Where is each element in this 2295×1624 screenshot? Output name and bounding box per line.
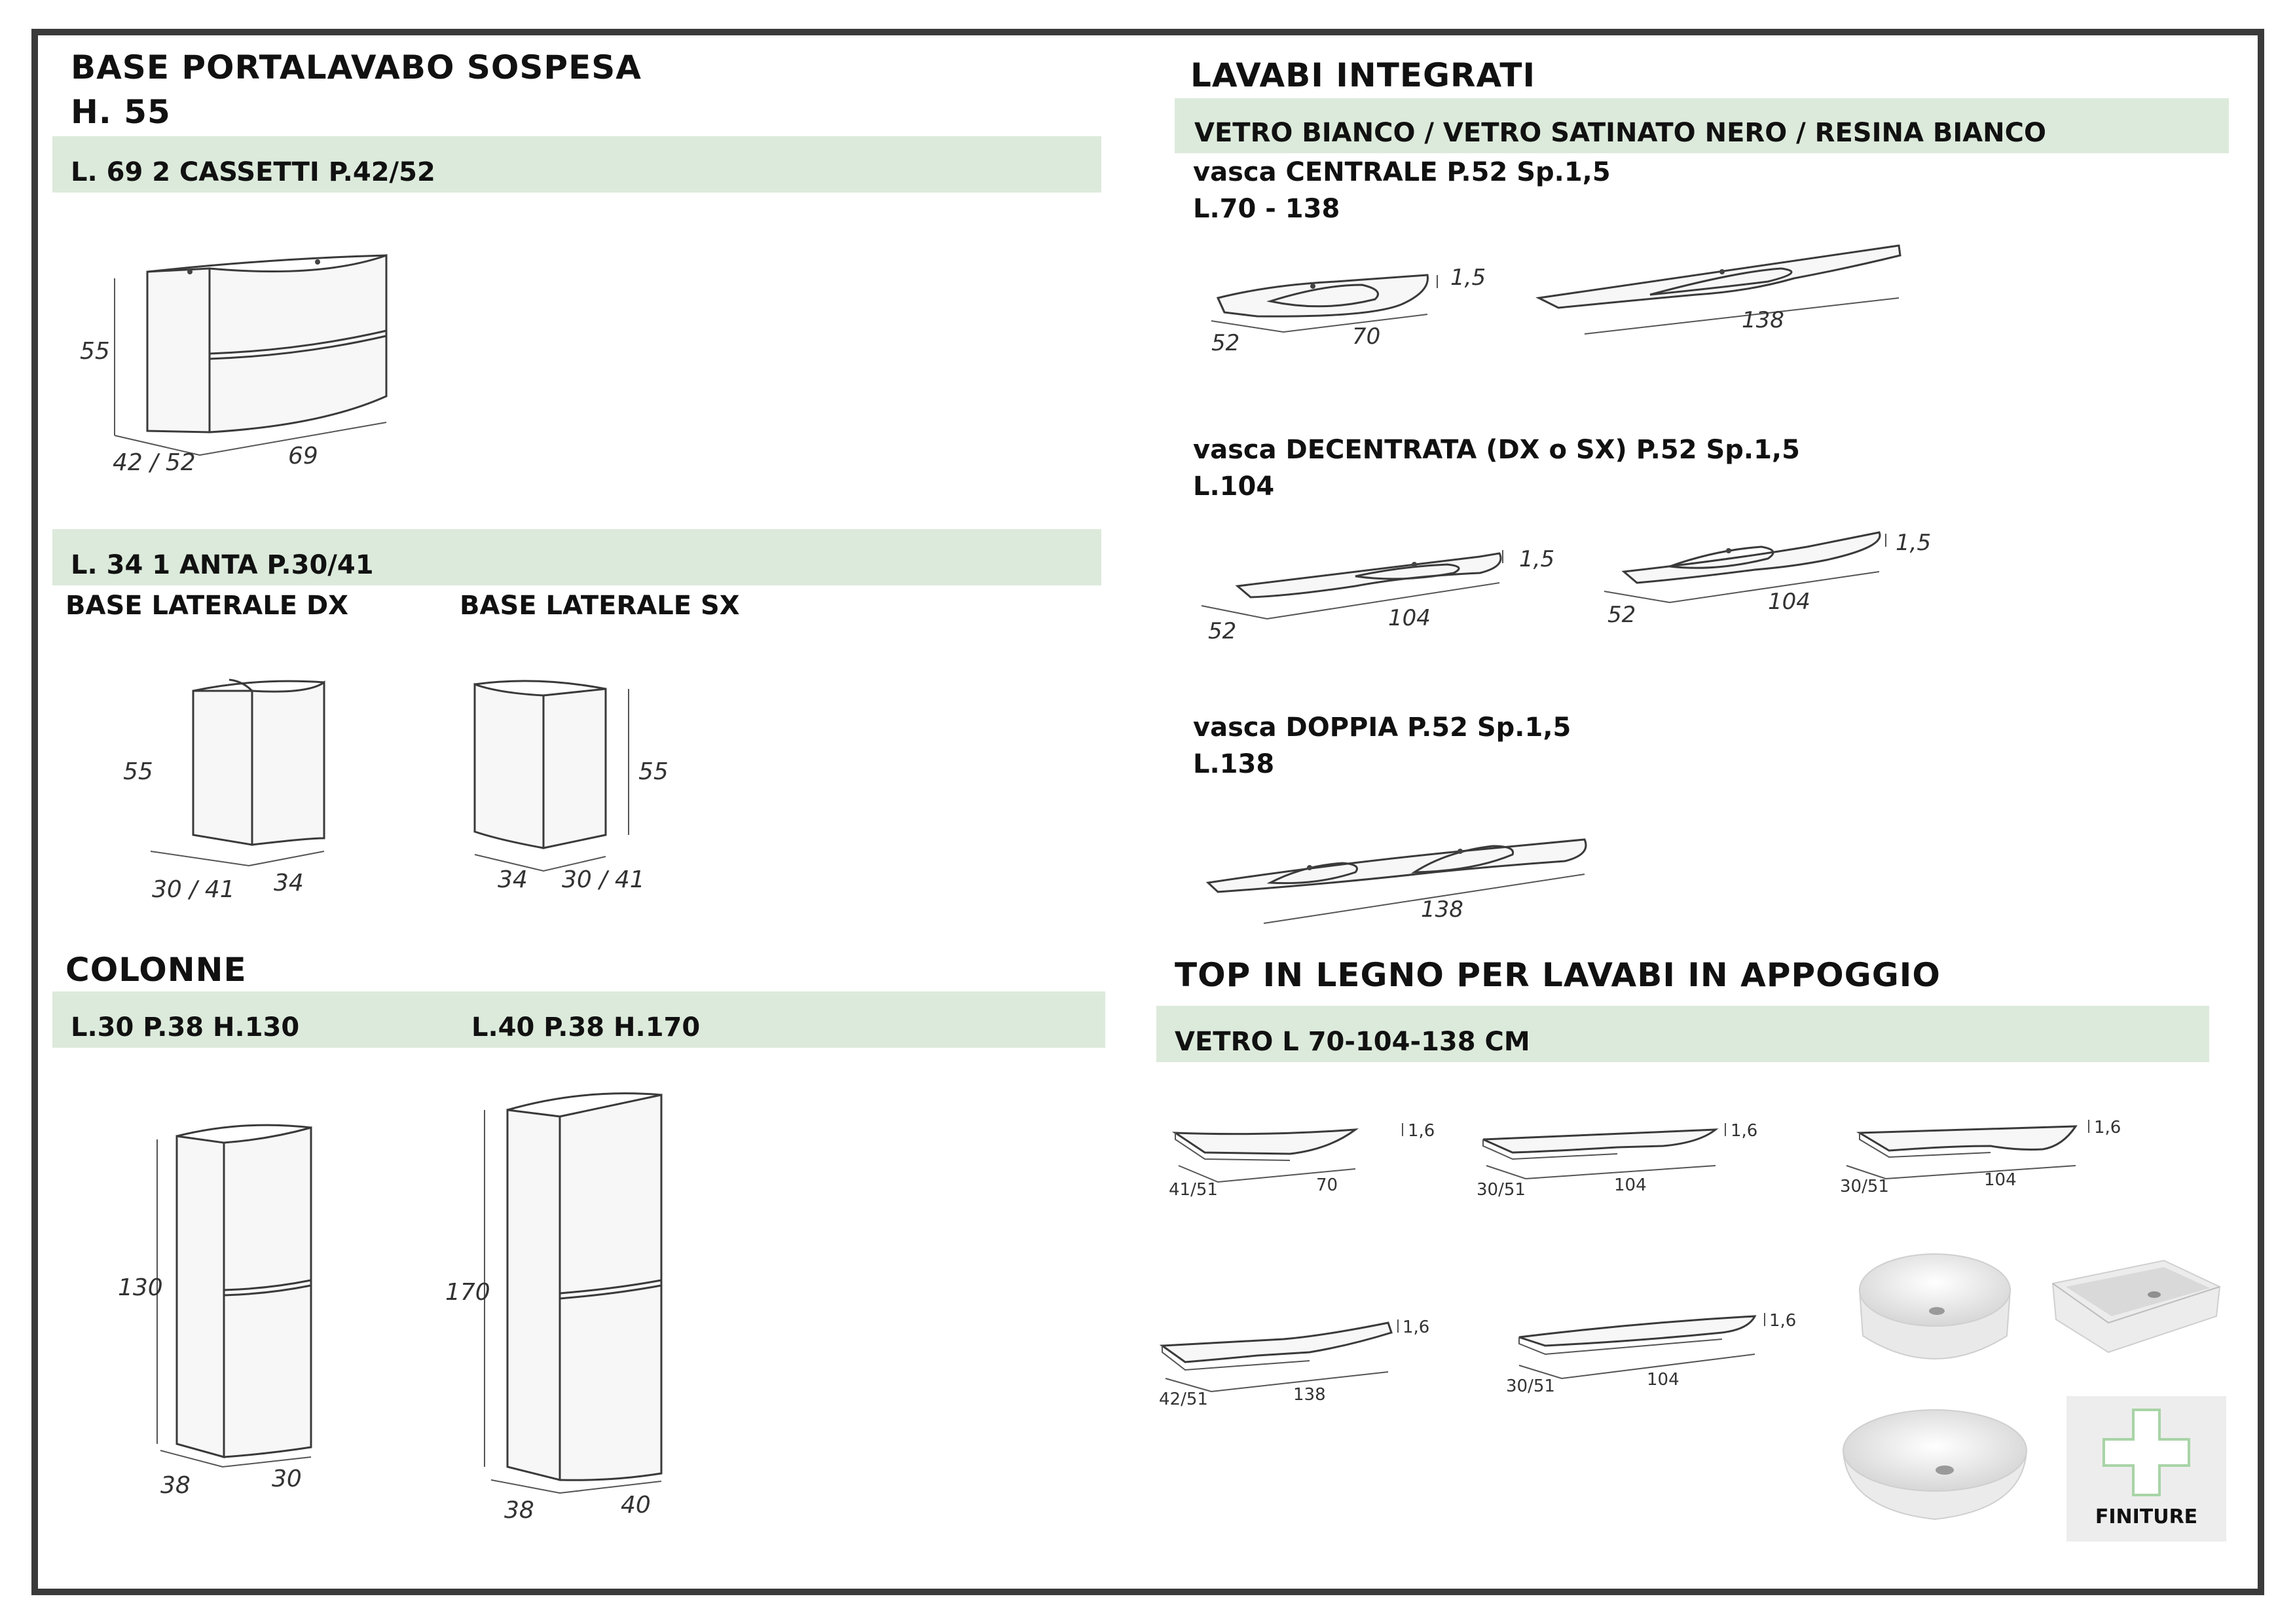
d2-depth-label: 52 xyxy=(1607,602,1636,628)
t3-depth-label: 30/51 xyxy=(1840,1177,1889,1196)
t4-width-label: 138 xyxy=(1293,1385,1326,1405)
cab1-width-label: 69 xyxy=(288,443,318,470)
col2-depth-label: 38 xyxy=(504,1497,534,1524)
d2-width-label: 104 xyxy=(1768,589,1810,615)
base-height-title: H. 55 xyxy=(71,93,171,131)
sink-decentrata-1-drawing: 1,5 52 104 xyxy=(1201,546,1554,644)
colonne-title: COLONNE xyxy=(65,951,247,989)
side-spec-text: L. 34 1 ANTA P.30/41 xyxy=(71,550,374,580)
colonne-spec-bar: L.30 P.38 H.130 L.40 P.38 H.170 xyxy=(52,991,1105,1048)
side-dx-title: BASE LATERALE DX xyxy=(65,591,348,621)
d1-width-label: 104 xyxy=(1388,605,1431,631)
t4-depth-label: 42/51 xyxy=(1159,1390,1208,1409)
top-70-drawing: 1,6 41/51 70 xyxy=(1169,1121,1435,1200)
c1-depth-label: 52 xyxy=(1211,330,1239,356)
centrale-spec: vasca CENTRALE P.52 Sp.1,5 xyxy=(1193,157,1611,187)
base-spec-bar: L. 69 2 CASSETTI P.42/52 xyxy=(52,136,1101,193)
t5-thickness-label: 1,6 xyxy=(1769,1311,1796,1331)
sx-depth-label: 30 / 41 xyxy=(562,866,645,893)
side-cabinet-dx-drawing: 55 30 / 41 34 xyxy=(123,678,325,903)
colonne-b-spec: L.40 P.38 H.170 xyxy=(471,1012,701,1043)
sink-centrale-70-drawing: 1,5 52 70 xyxy=(1211,265,1486,356)
cab1-height-label: 55 xyxy=(80,338,110,365)
colonne-a-spec: L.30 P.38 H.130 xyxy=(71,1012,300,1043)
col1-depth-label: 38 xyxy=(160,1472,191,1499)
t2-thickness-label: 1,6 xyxy=(1731,1121,1757,1141)
finiture-button[interactable]: FINITURE xyxy=(2066,1396,2226,1541)
cab1-depth-label: 42 / 52 xyxy=(113,449,196,476)
d1-thickness-label: 1,5 xyxy=(1519,546,1554,572)
t1-thickness-label: 1,6 xyxy=(1408,1121,1435,1141)
base-spec-text: L. 69 2 CASSETTI P.42/52 xyxy=(71,157,435,187)
decentrata-width: L.104 xyxy=(1193,471,1275,502)
sx-width-label: 34 xyxy=(498,866,528,893)
col1-width-label: 30 xyxy=(272,1466,302,1492)
column-170-drawing: 170 38 40 xyxy=(445,1092,663,1524)
base-title: BASE PORTALAVABO SOSPESA xyxy=(71,48,642,86)
lavabi-title: LAVABI INTEGRATI xyxy=(1190,56,1536,94)
sink-doppia-138-drawing: 138 xyxy=(1205,838,1587,924)
dp-width-label: 138 xyxy=(1421,896,1463,923)
oval-basin-image xyxy=(1842,1409,2028,1521)
col1-height-label: 130 xyxy=(118,1274,163,1301)
t3-width-label: 104 xyxy=(1984,1170,2017,1190)
col2-width-label: 40 xyxy=(621,1492,651,1519)
top-104-drawing-1: 1,6 30/51 104 xyxy=(1477,1121,1757,1200)
rectangular-basin-image xyxy=(2051,1259,2221,1354)
sink-centrale-138-drawing: 138 xyxy=(1535,244,1901,335)
sx-height-label: 55 xyxy=(638,758,669,785)
column-130-drawing: 130 38 30 xyxy=(118,1124,312,1499)
plus-icon xyxy=(2102,1409,2190,1496)
c1-thickness-label: 1,5 xyxy=(1450,265,1486,291)
d1-depth-label: 52 xyxy=(1208,618,1236,644)
round-basin-image xyxy=(1858,1253,2011,1359)
side-spec-bar: L. 34 1 ANTA P.30/41 xyxy=(52,529,1101,585)
t5-depth-label: 30/51 xyxy=(1506,1376,1555,1396)
page-frame xyxy=(31,29,2264,1595)
dx-height-label: 55 xyxy=(123,758,153,785)
sink-decentrata-2-drawing: 1,5 52 104 xyxy=(1604,530,1931,628)
t3-thickness-label: 1,6 xyxy=(2094,1118,2121,1137)
dx-depth-label: 30 / 41 xyxy=(152,876,235,903)
top-138-drawing: 1,6 42/51 138 xyxy=(1159,1318,1429,1409)
top-104-drawing-3: 1,6 30/51 104 xyxy=(1506,1311,1796,1396)
lavabi-materials-text: VETRO BIANCO / VETRO SATINATO NERO / RES… xyxy=(1194,118,2046,148)
doppia-width: L.138 xyxy=(1193,749,1275,779)
col2-height-label: 170 xyxy=(445,1279,490,1306)
t5-width-label: 104 xyxy=(1647,1370,1680,1390)
centrale-widths: L.70 - 138 xyxy=(1193,194,1340,224)
t1-width-label: 70 xyxy=(1316,1175,1338,1195)
side-cabinet-sx-drawing: 55 34 30 / 41 xyxy=(473,680,669,893)
doppia-spec: vasca DOPPIA P.52 Sp.1,5 xyxy=(1193,712,1571,743)
top-legno-title: TOP IN LEGNO PER LAVABI IN APPOGGIO xyxy=(1175,956,1941,994)
c1-width-label: 70 xyxy=(1352,323,1380,350)
t2-depth-label: 30/51 xyxy=(1477,1180,1526,1200)
cabinet-two-drawers-drawing: 55 42 / 52 69 xyxy=(80,253,388,476)
top-legno-bar: VETRO L 70-104-138 CM xyxy=(1156,1006,2209,1062)
t2-width-label: 104 xyxy=(1614,1175,1647,1195)
decentrata-spec: vasca DECENTRATA (DX o SX) P.52 Sp.1,5 xyxy=(1193,435,1800,465)
lavabi-materials-bar: VETRO BIANCO / VETRO SATINATO NERO / RES… xyxy=(1175,98,2229,153)
top-104-drawing-2: 1,6 30/51 104 xyxy=(1840,1118,2121,1196)
t4-thickness-label: 1,6 xyxy=(1403,1318,1429,1337)
d2-thickness-label: 1,5 xyxy=(1896,530,1931,556)
top-legno-text: VETRO L 70-104-138 CM xyxy=(1175,1027,1530,1057)
side-sx-title: BASE LATERALE SX xyxy=(460,591,740,621)
finiture-label: FINITURE xyxy=(2095,1505,2198,1528)
dx-width-label: 34 xyxy=(274,870,304,896)
t1-depth-label: 41/51 xyxy=(1169,1180,1218,1200)
c2-width-label: 138 xyxy=(1742,307,1784,333)
